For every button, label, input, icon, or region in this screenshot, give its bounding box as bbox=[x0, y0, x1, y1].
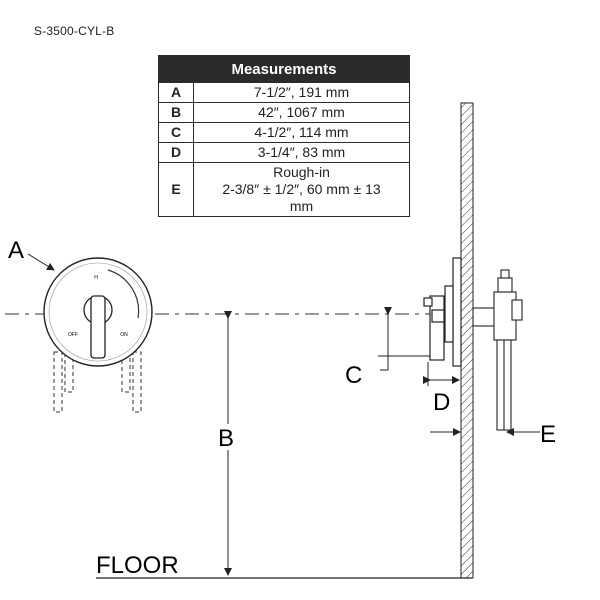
measurements-table: Measurements A 7-1/2″, 191 mm B 42″, 106… bbox=[158, 55, 410, 217]
row-value: 4-1/2″, 114 mm bbox=[193, 122, 410, 143]
label-a: A bbox=[8, 237, 24, 264]
floor-label: FLOOR bbox=[96, 552, 179, 579]
wall bbox=[460, 102, 474, 579]
label-d: D bbox=[433, 389, 450, 416]
dial-label-on: ON bbox=[120, 332, 128, 338]
leader-a bbox=[27, 253, 55, 271]
model-number: S-3500-CYL-B bbox=[34, 24, 115, 38]
table-row: E Rough-in 2-3/8″ ± 1/2″, 60 mm ± 13 mm bbox=[158, 162, 410, 217]
table-row: C 4-1/2″, 114 mm bbox=[158, 122, 410, 143]
dial-label-hot: H bbox=[94, 275, 98, 281]
label-c: C bbox=[345, 362, 362, 389]
rough-in-label: Rough-in bbox=[273, 164, 330, 180]
label-e: E bbox=[540, 421, 556, 448]
temperature-arc bbox=[107, 269, 140, 319]
dial-label-off: OFF bbox=[68, 332, 78, 338]
row-value-rough-in: Rough-in 2-3/8″ ± 1/2″, 60 mm ± 13 mm bbox=[193, 162, 410, 217]
trim-side-view bbox=[423, 257, 462, 367]
trim-plate-inner-ring bbox=[48, 262, 148, 362]
label-b: B bbox=[218, 425, 234, 452]
row-key: E bbox=[158, 162, 194, 217]
rough-in-dimension: 2-3/8″ ± 1/2″, 60 mm ± 13 bbox=[222, 181, 381, 197]
table-row: A 7-1/2″, 191 mm bbox=[158, 82, 410, 103]
rough-in-unit: mm bbox=[289, 198, 314, 214]
valve-body bbox=[472, 269, 523, 431]
trim-front-view: H OFF ON bbox=[43, 257, 153, 413]
handle-lever bbox=[90, 295, 106, 359]
